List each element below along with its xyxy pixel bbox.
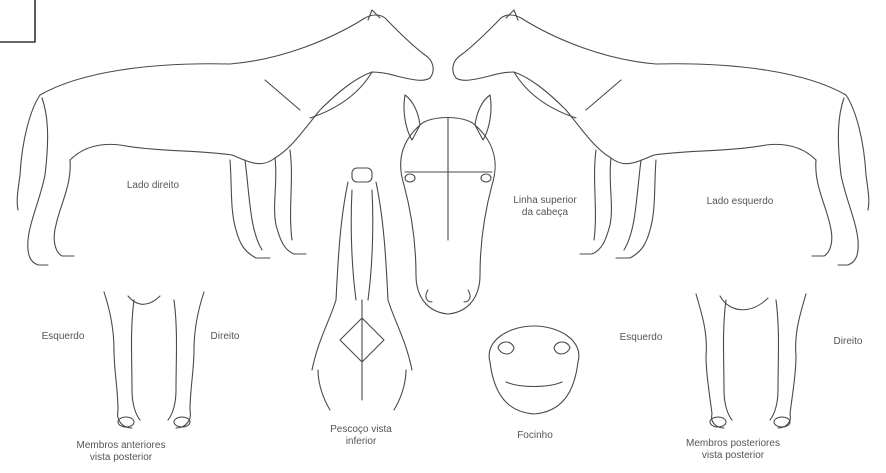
label-linha-superior-line2: da cabeça: [502, 207, 588, 219]
label-pescoco: Pescoço vista inferior: [300, 424, 422, 448]
label-lado-direito: Lado direito: [108, 180, 198, 192]
label-lado-esquerdo: Lado esquerdo: [690, 196, 790, 208]
label-focinho: Focinho: [500, 430, 570, 442]
label-esquerdo-fore: Esquerdo: [28, 331, 98, 343]
forelegs-rear-view: [104, 292, 204, 428]
muzzle-view: [489, 326, 579, 414]
label-direito-fore: Direito: [200, 331, 250, 343]
label-linha-superior-line1: Linha superior: [502, 195, 588, 207]
corner-bracket: [0, 0, 35, 42]
neck-ventral-view: [312, 168, 412, 410]
label-pescoco-line1: Pescoço vista: [300, 424, 422, 436]
horse-left-side: [453, 10, 869, 265]
label-pescoco-line2: inferior: [300, 436, 422, 448]
label-membros-anteriores: Membros anteriores vista posterior: [62, 440, 180, 464]
label-membros-anteriores-line1: Membros anteriores: [62, 440, 180, 452]
label-membros-posteriores: Membros posteriores vista posterior: [668, 438, 798, 462]
label-esquerdo-hind: Esquerdo: [606, 332, 676, 344]
label-membros-posteriores-line2: vista posterior: [668, 450, 798, 462]
label-membros-anteriores-line2: vista posterior: [62, 452, 180, 464]
label-direito-hind: Direito: [818, 336, 878, 348]
hindlegs-rear-view: [696, 294, 806, 428]
label-linha-superior: Linha superior da cabeça: [502, 195, 588, 219]
horse-right-side: [17, 10, 433, 265]
head-front-view: [401, 95, 495, 314]
label-membros-posteriores-line1: Membros posteriores: [668, 438, 798, 450]
